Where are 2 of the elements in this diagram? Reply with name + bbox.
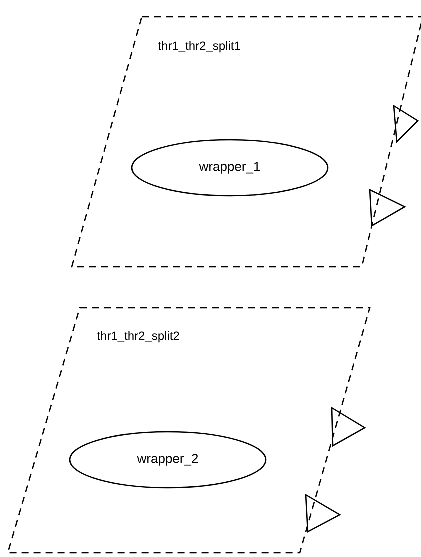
ellipse-node: wrapper_2 (69, 431, 267, 489)
ellipse-node: wrapper_1 (131, 139, 329, 197)
